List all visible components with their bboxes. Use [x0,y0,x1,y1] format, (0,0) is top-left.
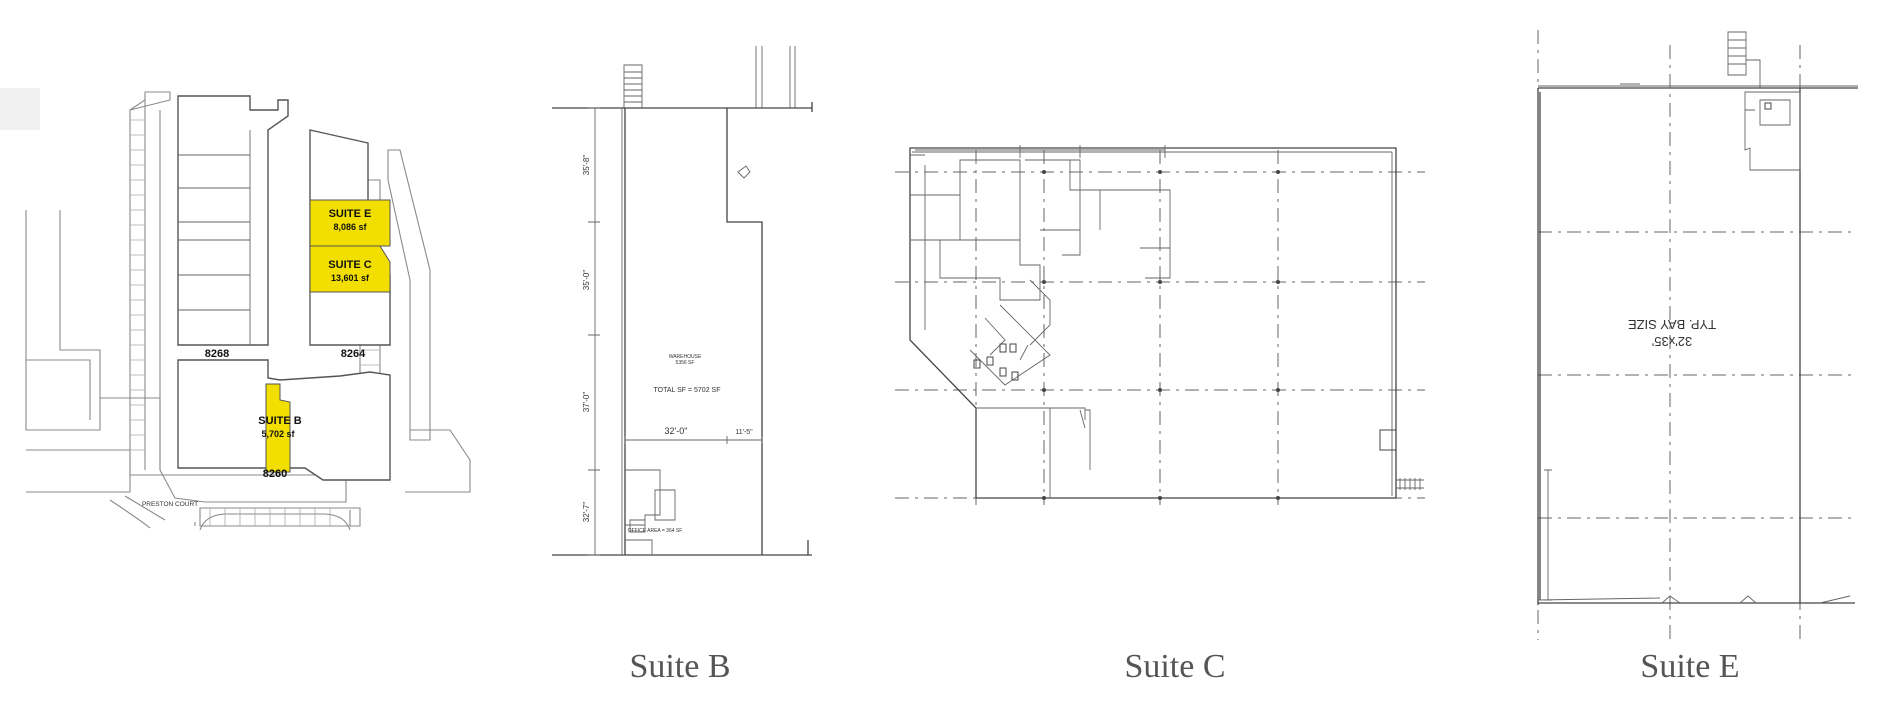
fixture-symbol [737,165,751,179]
right-corner-lot [405,429,471,493]
dim-line-horizontal [624,436,763,444]
dim-b-5: 32'-0" [665,426,688,436]
restroom-fixtures [973,343,1019,381]
warehouse-label: WAREHOUSE [669,354,702,360]
suite-c-name: SUITE C [328,259,371,271]
entry-road [109,495,166,529]
street-label: PRESTON COURT [142,501,198,508]
suite-b-area: 5,702 sf [261,429,295,439]
building-8268 [177,95,289,346]
lower-offices [976,407,1091,498]
site-plan: SUITE E 8,086 sf SUITE C 13,601 sf SUITE… [0,88,471,531]
dim-b-6: 11'-5" [735,429,753,436]
suite-b-walls [552,102,813,556]
stair-c [1396,478,1424,490]
entry-curve [199,513,351,531]
parking-lot-3 [26,449,131,493]
dim-strip-c [915,145,1166,158]
office-area [625,469,676,533]
parking-strip [144,100,161,470]
column-dots [1042,170,1280,500]
dim-b-4: 32'-7" [582,502,591,523]
dim-line-e [1544,469,1552,601]
office-area-label: OFFICE AREA = 364 SF [628,528,683,534]
suite-e-plan: TYP. BAY SIZE 32'x35' [1537,30,1858,640]
faded-corner [0,88,40,130]
dim-line-vertical [588,107,600,556]
suite-b-name: SUITE B [258,415,301,427]
suite-c-walls [909,147,1397,499]
suite-c-highlight [309,245,391,293]
building-8260-label: 8260 [263,468,287,480]
suite-c-plan [895,145,1425,505]
parking-lot [59,210,101,398]
door-c [1379,429,1397,451]
dim-b-1: 35'-8" [582,155,591,176]
dim-b-2: 35'-0" [582,270,591,291]
suite-b-highlight [265,383,291,473]
building-8268-units [178,130,251,345]
building-8264-label: 8264 [341,348,366,360]
caption-suite-b: Suite B [629,648,731,685]
suite-c-area: 13,601 sf [331,273,370,283]
suite-b-plan: 35'-8" 35'-0" 37'-0" 32'-7" 32'-0" 11'-5… [552,46,813,556]
building-8268-label: 8268 [205,348,229,360]
warehouse-area: 5356 SF [676,360,695,366]
grid-horizontal-e [1538,231,1855,519]
road-outline [25,91,347,503]
parking-lot-2 [26,359,91,420]
dim-b-3: 37'-0" [582,392,591,413]
grid-vertical [975,150,1279,505]
suite-e-area: 8,086 sf [333,222,367,232]
caption-suite-c: Suite C [1124,648,1226,685]
suite-e-name: SUITE E [329,208,372,220]
office-box-e [1744,91,1801,171]
caption-suite-e: Suite E [1640,648,1740,685]
suite-e-walls [1537,87,1858,605]
bay-note: TYP. BAY SIZE [1628,317,1716,332]
stair-e [1727,31,1761,88]
total-sf: TOTAL SF = 5702 SF [654,387,721,394]
right-road [387,149,431,441]
office-walls [910,159,1171,386]
bay-size: 32'x35' [1652,334,1692,349]
lower-lot [199,507,361,527]
adjacent-walls [755,46,796,108]
